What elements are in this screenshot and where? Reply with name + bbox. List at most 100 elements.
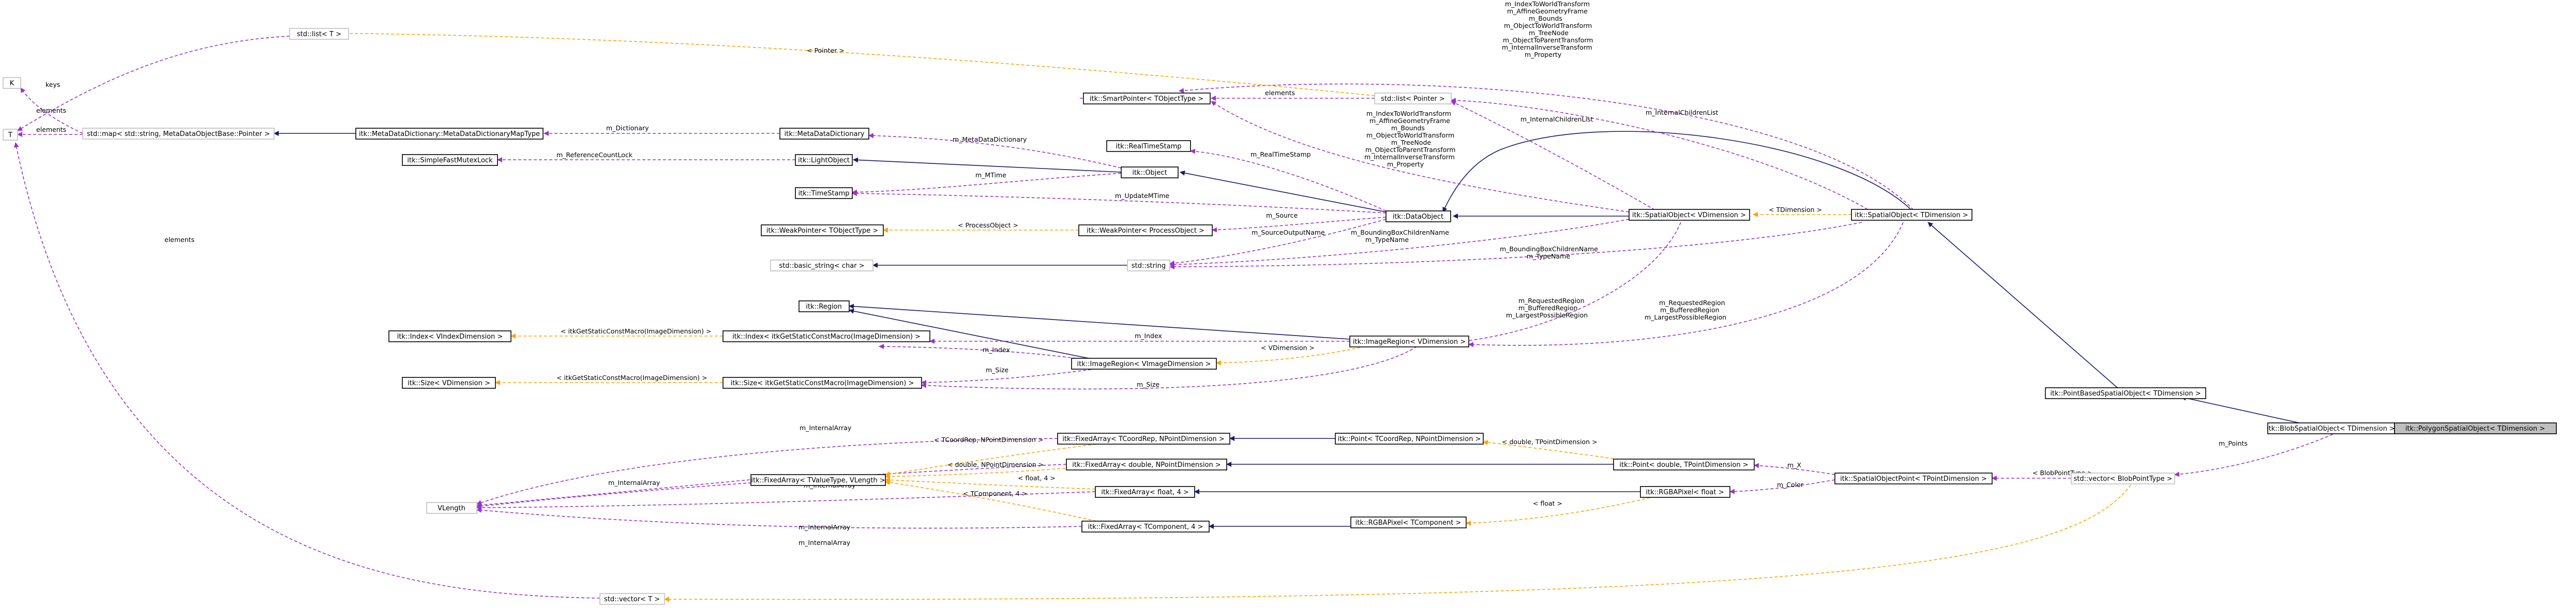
node-fixed-array-float-4[interactable]: itk::FixedArray< float, 4 >: [1095, 486, 1195, 498]
node-point-based-spatial-object[interactable]: itk::PointBasedSpatialObject< TDimension…: [2045, 387, 2206, 399]
node-image-region-vdimension[interactable]: itk::ImageRegion< VDimension >: [1349, 336, 1469, 347]
node-object[interactable]: itk::Object: [1121, 166, 1179, 178]
node-fixed-array-tcoordrep[interactable]: itk::FixedArray< TCoordRep, NPointDimens…: [1057, 433, 1230, 445]
svg-text:VLength: VLength: [438, 505, 465, 512]
edge-pointbased-spatialT: [1927, 222, 2121, 391]
edge-fixedTValue-vlength: [476, 479, 750, 508]
node-data-object[interactable]: itk::DataObject: [1385, 210, 1451, 222]
svg-text:m_IndexToWorldTransform: m_IndexToWorldTransform: [1366, 110, 1451, 117]
svg-text:itk::FixedArray< TCoordRep, NP: itk::FixedArray< TCoordRep, NPointDimens…: [1062, 435, 1224, 443]
edge-label: m_Source: [1266, 211, 1298, 219]
svg-text:std::list< T >: std::list< T >: [297, 31, 341, 38]
node-std-basic-string[interactable]: std::basic_string< char >: [770, 260, 873, 271]
svg-text:m_BufferedRegion: m_BufferedRegion: [1518, 304, 1578, 312]
node-point-double[interactable]: itk::Point< double, TPointDimension >: [1613, 459, 1755, 470]
node-index-macro[interactable]: itk::Index< itkGetStaticConstMacro(Image…: [722, 330, 930, 342]
edge-label-bbox-v: m_BoundingBoxChildrenName m_TypeName: [1351, 229, 1449, 244]
edge-label: m_InternalArray: [800, 424, 852, 432]
node-std-vector-blobpointtype[interactable]: std::vector< BlobPointType >: [2071, 473, 2175, 484]
node-polygon-spatial-object[interactable]: itk::PolygonSpatialObject< TDimension >: [2394, 422, 2557, 434]
node-image-region-vimagedimension[interactable]: itk::ImageRegion< VImageDimension >: [1071, 358, 1217, 370]
svg-text:m_ObjectToParentTransform: m_ObjectToParentTransform: [1503, 36, 1593, 44]
node-smart-pointer[interactable]: itk::SmartPointer< TObjectType >: [1083, 93, 1211, 104]
svg-text:m_Bounds: m_Bounds: [1529, 14, 1562, 22]
svg-text:m_IndexToWorldTransform: m_IndexToWorldTransform: [1505, 0, 1590, 8]
svg-text:m_BoundingBoxChildrenName: m_BoundingBoxChildrenName: [1351, 229, 1449, 236]
svg-text:itk::PolygonSpatialObject< TDi: itk::PolygonSpatialObject< TDimension >: [2405, 425, 2545, 433]
svg-text:itk::RealTimeStamp: itk::RealTimeStamp: [1116, 143, 1181, 150]
edge-object-mdd: [868, 133, 1122, 169]
edge-spatialT-string: [1169, 222, 1862, 269]
edge-vectorBlob-vectorT: [664, 484, 2131, 602]
edge-fixedTComp-fixedTValue: [885, 480, 1097, 522]
svg-text:m_TypeName: m_TypeName: [1365, 236, 1409, 244]
node-vlength[interactable]: VLength: [426, 502, 477, 514]
node-k[interactable]: K: [3, 77, 21, 89]
svg-text:itk::Object: itk::Object: [1132, 169, 1167, 177]
node-spatial-object-tdimension[interactable]: itk::SpatialObject< TDimension >: [1851, 209, 1972, 221]
svg-text:itk::FixedArray< double, NPoin: itk::FixedArray< double, NPointDimension…: [1072, 461, 1221, 469]
node-metadata-dictionary[interactable]: itk::MetaDataDictionary: [779, 128, 869, 140]
node-weak-pointer-processobject[interactable]: itk::WeakPointer< ProcessObject >: [1078, 224, 1213, 236]
node-spatial-object-vdimension[interactable]: itk::SpatialObject< VDimension >: [1629, 209, 1750, 221]
node-std-list-pointer[interactable]: std::list< Pointer >: [1374, 93, 1452, 104]
node-std-string[interactable]: std::string: [1127, 260, 1170, 271]
node-rgba-pixel-tcomponent[interactable]: itk::RGBAPixel< TComponent >: [1350, 516, 1467, 528]
edge-stdmap-K: [20, 87, 83, 134]
node-simple-fast-mutex-lock[interactable]: itk::SimpleFastMutexLock: [402, 154, 498, 166]
edge-label: elements: [36, 126, 66, 133]
edge-label: < Pointer >: [807, 47, 845, 54]
edge-label: elements: [1265, 89, 1295, 97]
node-spatial-object-point[interactable]: itk::SpatialObjectPoint< TPointDimension…: [1834, 473, 1993, 484]
svg-text:itk::Point< TCoordRep, NPointD: itk::Point< TCoordRep, NPointDimension >: [1338, 435, 1481, 443]
svg-text:K: K: [10, 80, 14, 87]
edge-label: < VDimension >: [1261, 344, 1315, 352]
edge-label: < ProcessObject >: [958, 221, 1018, 229]
node-metadata-dictionary-map-type[interactable]: itk::MetaDataDictionary::MetaDataDiction…: [355, 128, 544, 140]
node-std-vector-t[interactable]: std::vector< T >: [599, 593, 665, 605]
node-size-macro[interactable]: itk::Size< itkGetStaticConstMacro(ImageD…: [722, 377, 922, 389]
node-fixed-array-double[interactable]: itk::FixedArray< double, NPointDimension…: [1066, 459, 1227, 470]
edge-fixedFloat4-vlength: [476, 491, 1096, 510]
node-t[interactable]: T: [3, 129, 18, 141]
node-time-stamp[interactable]: itk::TimeStamp: [795, 187, 853, 199]
node-region[interactable]: itk::Region: [799, 300, 850, 312]
edge-dataobject-realtimestamp: [1190, 148, 1387, 211]
node-light-object[interactable]: itk::LightObject: [795, 154, 853, 166]
edge-label: < float, 4 >: [1018, 474, 1056, 482]
node-weak-pointer-tobjecttype[interactable]: itk::WeakPointer< TObjectType >: [761, 224, 884, 236]
node-std-map[interactable]: std::map< std::string, MetaDataObjectBas…: [82, 128, 275, 140]
edge-blob-pointbased: [2181, 396, 2304, 424]
edge-label: m_InternalArray: [799, 523, 851, 531]
edge-label: m_X: [1787, 461, 1801, 469]
node-fixed-array-tvaluetype[interactable]: itk::FixedArray< TValueType, VLength >: [750, 474, 886, 486]
edge-label: < TDimension >: [1769, 206, 1822, 214]
svg-text:itk::SpatialObject< VDimension: itk::SpatialObject< VDimension >: [1632, 211, 1746, 219]
edge-label-regions-t: m_RequestedRegion m_BufferedRegion m_Lar…: [1645, 299, 1726, 321]
edge-spatialV-string: [1169, 219, 1630, 267]
node-real-time-stamp[interactable]: itk::RealTimeStamp: [1106, 140, 1191, 152]
node-index-vindexdimension[interactable]: itk::Index< VIndexDimension >: [388, 330, 511, 342]
node-blob-spatial-object[interactable]: itk::BlobSpatialObject< TDimension >: [2267, 422, 2395, 434]
node-rgba-pixel-float[interactable]: itk::RGBAPixel< float >: [1640, 486, 1730, 498]
svg-text:m_RequestedRegion: m_RequestedRegion: [1518, 297, 1585, 305]
edge-imageregionVI-region: [849, 308, 1102, 361]
edge-dataobject-object: [1180, 170, 1387, 212]
edge-imageregionVI-imageregionV: [1216, 346, 1366, 366]
svg-text:itk::RGBAPixel< float >: itk::RGBAPixel< float >: [1646, 489, 1724, 496]
edge-spatialT-stdlistptr: [1451, 98, 1873, 212]
edge-dataobject-string: [1169, 219, 1387, 266]
svg-text:m_TreeNode: m_TreeNode: [1391, 139, 1431, 146]
svg-text:std::basic_string< char >: std::basic_string< char >: [779, 262, 864, 270]
svg-text:T: T: [8, 131, 12, 139]
node-std-list-t[interactable]: std::list< T >: [289, 28, 349, 40]
node-size-vdimension[interactable]: itk::Size< VDimension >: [402, 377, 496, 389]
svg-text:m_LargestPossibleRegion: m_LargestPossibleRegion: [1645, 313, 1726, 321]
node-fixed-array-tcomponent[interactable]: itk::FixedArray< TComponent, 4 >: [1081, 521, 1210, 533]
edge-fixedFloat4-fixedTValue: [885, 477, 1096, 490]
node-point-tcoordrep[interactable]: itk::Point< TCoordRep, NPointDimension >: [1335, 433, 1484, 445]
edge-label: m_Index: [983, 346, 1010, 354]
svg-text:std::list< Pointer >: std::list< Pointer >: [1381, 95, 1445, 103]
svg-text:itk::MetaDataDictionary::MetaD: itk::MetaDataDictionary::MetaDataDiction…: [359, 130, 540, 138]
